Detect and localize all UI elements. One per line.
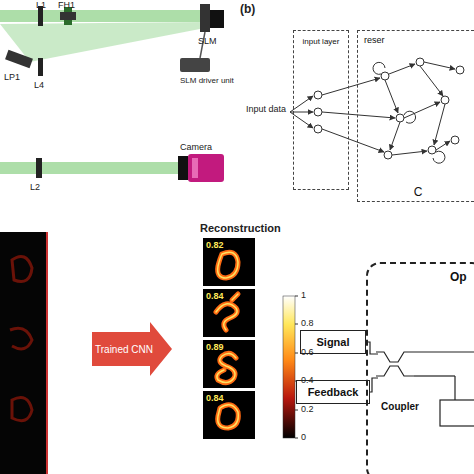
label-text: L2 (30, 182, 40, 192)
image-panel (0, 232, 298, 474)
label-text: 0.84 (206, 393, 224, 403)
reservoir-box: reserC (357, 30, 474, 202)
label-text: 0.6 (301, 347, 314, 357)
optical-setup (0, 4, 224, 182)
label-text: L4 (34, 80, 44, 90)
label-text: Input data (246, 104, 286, 114)
node-text: reser (364, 35, 385, 45)
optical-loop (376, 352, 474, 426)
label-text: 0.2 (301, 404, 314, 414)
label-text: 1 (301, 290, 306, 300)
label-text: L1 (36, 0, 46, 10)
label-text: SLM driver unit (180, 76, 234, 85)
node-text: Op (450, 270, 467, 284)
cnn-arrow: Trained CNN (92, 322, 172, 376)
input-layer-box: input layer (293, 30, 349, 190)
label-text: (b) (240, 2, 255, 16)
reservoir-network (290, 58, 464, 163)
node-text: Feedback (297, 386, 369, 398)
label-text: 0.89 (206, 342, 224, 352)
node-text: Trained CNN (92, 344, 156, 355)
label-text: FH1 (58, 0, 75, 10)
optical-reservoir-box: OpCoupler (366, 262, 474, 474)
node-text: input layer (294, 37, 348, 46)
label-text: SLM (198, 36, 217, 46)
label-text: 0.4 (301, 375, 314, 385)
label-text: Reconstruction (200, 222, 281, 234)
connector (370, 378, 378, 392)
label-text: 0.82 (206, 240, 224, 250)
label-text: 0.8 (301, 318, 314, 328)
node-text: Signal (301, 336, 365, 348)
node-text: C (358, 185, 474, 199)
coupler: Coupler (374, 342, 426, 414)
arrow-fill (92, 322, 172, 376)
node-text: Coupler (374, 401, 426, 412)
label-text: Camera (180, 142, 212, 152)
label-text: 0.84 (206, 291, 224, 301)
label-text: 0 (301, 432, 306, 442)
label-text: LP1 (4, 72, 20, 82)
